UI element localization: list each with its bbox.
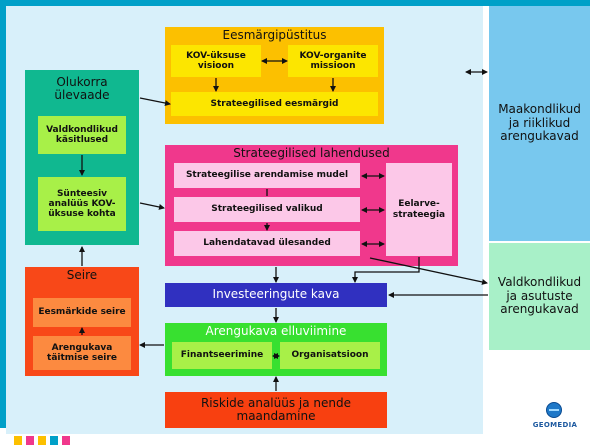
regional-plans-box [489, 6, 590, 241]
development-model-label: Strateegilise arendamise mudel [185, 170, 349, 181]
investment-plan-label: Investeeringute kava [212, 287, 340, 302]
decor-mark-1 [14, 436, 22, 445]
organisation-box [280, 342, 380, 369]
tasks-box [174, 231, 360, 256]
geomedia-logo: GEOMEDIA [530, 402, 580, 440]
sectoral-plans-box [489, 243, 590, 350]
budget-strategy-box [386, 163, 452, 256]
strategic-choices-box [174, 197, 360, 222]
goal-setting-title: Eesmärgipüstitus [222, 27, 327, 42]
strategy-title: Strateegilised lahendused [233, 145, 390, 160]
sectoral-analyses-box [38, 116, 126, 154]
risk-box [165, 392, 387, 428]
financing-label: Finantseerimine [180, 350, 264, 361]
top-frame-bar [0, 0, 590, 6]
strategic-goals-label: Strateegilised eesmärgid [210, 98, 339, 109]
development-model-box [174, 163, 360, 188]
tasks-label: Lahendatavad ülesanded [203, 238, 331, 249]
left-frame-bar [0, 0, 6, 428]
globe-icon [546, 402, 562, 418]
arrow-tasks-sectoral [369, 257, 488, 285]
vision-box [171, 45, 261, 77]
implementation-title: Arengukava elluviimine [205, 323, 347, 338]
strategic-choices-label: Strateegilised valikud [211, 204, 323, 215]
goal-monitoring-box [33, 298, 131, 327]
monitoring-title: Seire [66, 268, 98, 283]
risk-label: Riskide analüüs ja nende maandamine [200, 395, 352, 423]
plan-monitoring-label: Arengukava täitmise seire [47, 342, 117, 363]
synthesis-label: Sünteesiv analüüs KOV-üksuse kohta [48, 188, 116, 220]
arrow-overview-goals [139, 97, 171, 106]
synthesis-box [38, 177, 126, 231]
regional-plans-label: Maakondlikud ja riiklikud arengukavad [498, 102, 581, 144]
decor-mark-5 [62, 436, 70, 445]
mission-label: KOV-organite missioon [299, 50, 367, 71]
decor-mark-2 [26, 436, 34, 445]
sectoral-analyses-label: Valdkondlikud käsitlused [46, 124, 118, 145]
strategic-goals-box [171, 92, 378, 116]
plan-monitoring-box [33, 336, 131, 370]
arrow-synthesis-strategy [139, 202, 165, 210]
decor-mark-3 [38, 436, 46, 445]
financing-box [172, 342, 272, 369]
logo-text: GEOMEDIA [532, 421, 578, 429]
budget-strategy-label: Eelarve-strateegia [392, 199, 446, 220]
goal-monitoring-label: Eesmärkide seire [38, 307, 126, 318]
vision-label: KOV-üksuse visioon [186, 50, 246, 71]
mission-box [288, 45, 378, 77]
overview-title: Olukorra ülevaade [54, 74, 110, 102]
sectoral-plans-label: Valdkondlikud ja asutuste arengukavad [497, 275, 582, 317]
organisation-label: Organisatsioon [291, 350, 369, 361]
decor-mark-4 [50, 436, 58, 445]
arrow-budget-investment [352, 257, 420, 283]
investment-plan-box [165, 283, 387, 307]
